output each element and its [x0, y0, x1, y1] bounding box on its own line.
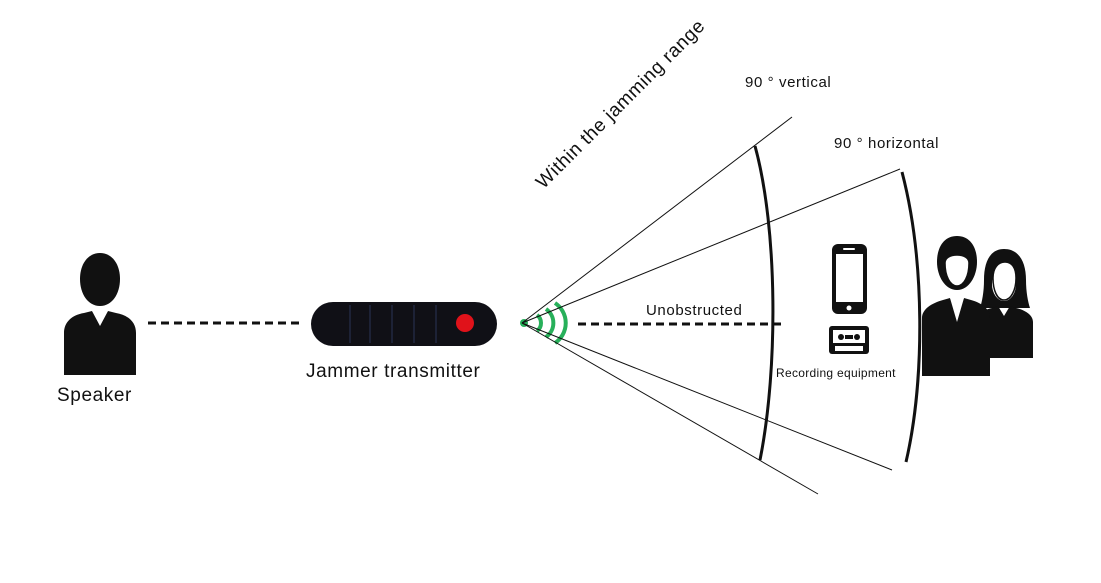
vertical-angle-label: 90 ° vertical	[745, 74, 832, 91]
jammer-transmitter-label: Jammer transmitter	[306, 361, 481, 382]
speaker-icon	[64, 253, 136, 375]
indicator-light-icon	[456, 314, 474, 332]
horizontal-boundary-arc	[900, 171, 922, 463]
horizontal-angle-label: 90 ° horizontal	[834, 135, 940, 152]
recording-equipment-label: Recording equipment	[776, 366, 896, 380]
signal-waves-icon	[535, 301, 568, 345]
jamming-cone	[521, 116, 901, 495]
listeners-icon	[922, 236, 1033, 376]
jammer-device-icon	[311, 302, 497, 346]
unobstructed-label: Unobstructed	[646, 302, 743, 319]
smartphone-icon	[832, 244, 867, 314]
cassette-recorder-icon	[829, 326, 869, 354]
speaker-label: Speaker	[57, 385, 132, 406]
vertical-boundary-arc	[753, 145, 775, 461]
